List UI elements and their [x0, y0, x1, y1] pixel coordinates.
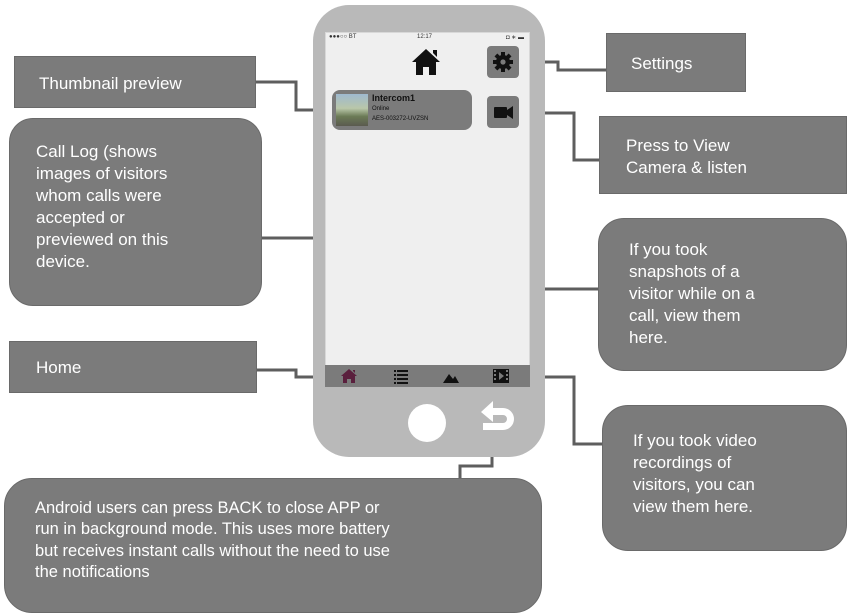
callout-line: previewed on this	[36, 230, 169, 250]
phone-screen: ●●●○○ BT 12:17 ◘ ∗ ▬ Intercom1 Online AE…	[325, 32, 530, 387]
callout-line: Android users can press BACK to close AP…	[35, 499, 380, 517]
device-name: Intercom1	[372, 93, 416, 103]
callout-call-log: Call Log (shows images of visitors whom …	[9, 118, 262, 306]
connector-video	[521, 375, 602, 446]
callout-home: Home	[9, 341, 257, 393]
status-carrier: ●●●○○ BT	[329, 34, 357, 40]
callout-line: call, view them	[629, 306, 741, 326]
callout-line: whom calls were	[36, 186, 162, 206]
callout-thumbnail-preview: Thumbnail preview	[14, 56, 256, 108]
thumbnail-preview-image	[336, 94, 368, 126]
callout-line: view them here.	[633, 497, 753, 517]
device-status: Online	[372, 106, 390, 112]
tab-snapshots-icon[interactable]	[442, 367, 460, 385]
callout-line: Camera & listen	[626, 158, 747, 178]
tab-videos-icon[interactable]	[492, 367, 510, 385]
status-battery: ◘ ∗ ▬	[506, 35, 524, 41]
callout-line: snapshots of a	[629, 262, 740, 282]
callout-line: device.	[36, 252, 90, 272]
callout-line: Thumbnail preview	[39, 74, 182, 93]
callout-line: visitor while on a	[629, 284, 755, 304]
video-camera-icon	[494, 106, 513, 119]
tab-home-icon[interactable]	[340, 367, 358, 385]
callout-line: recordings of	[633, 453, 732, 473]
back-arrow-icon[interactable]	[477, 398, 519, 436]
callout-snapshots: If you took snapshots of a visitor while…	[598, 218, 847, 371]
tab-bar	[325, 365, 530, 387]
camera-button[interactable]	[487, 96, 519, 128]
callout-line: here.	[629, 328, 668, 348]
connector-camera	[521, 111, 600, 162]
callout-settings: Settings	[606, 33, 746, 92]
device-card[interactable]: Intercom1 Online AES-003272-UVZSN	[332, 90, 472, 130]
callout-line: Settings	[631, 54, 693, 73]
settings-button[interactable]	[487, 46, 519, 78]
gear-icon	[493, 52, 513, 72]
callout-line: If you took	[629, 240, 708, 259]
phone-home-button[interactable]	[408, 404, 446, 442]
callout-camera: Press to View Camera & listen	[599, 116, 847, 194]
callout-android-back: Android users can press BACK to close AP…	[4, 478, 542, 613]
callout-line: Press to View	[626, 136, 730, 155]
home-icon[interactable]	[410, 46, 442, 78]
callout-line: run in background mode. This uses more b…	[35, 520, 390, 539]
status-time: 12:17	[417, 34, 433, 40]
callout-line: but receives instant calls without the n…	[35, 541, 390, 560]
status-bar: ●●●○○ BT 12:17 ◘ ∗ ▬	[325, 32, 530, 44]
callout-line: the notifications	[35, 563, 150, 582]
callout-line: Home	[36, 358, 82, 377]
callout-line: accepted or	[36, 208, 125, 228]
device-id: AES-003272-UVZSN	[372, 116, 429, 122]
callout-line: images of visitors	[36, 164, 168, 184]
callout-line: visitors, you can	[633, 475, 755, 495]
tab-call-log-icon[interactable]	[392, 367, 410, 385]
callout-video: If you took video recordings of visitors…	[602, 405, 847, 551]
callout-line: Call Log (shows	[36, 142, 157, 161]
callout-line: If you took video	[633, 431, 757, 450]
